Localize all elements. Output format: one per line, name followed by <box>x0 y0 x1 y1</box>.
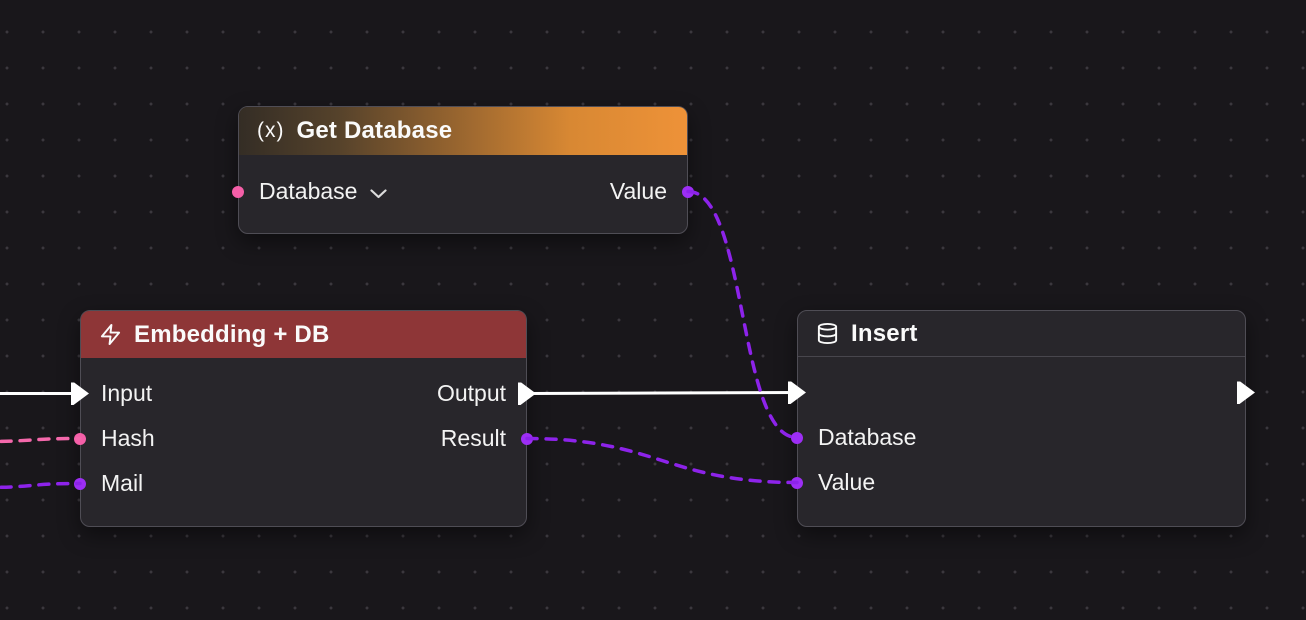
node-title: Embedding + DB <box>134 320 330 348</box>
row-left-group: Mail <box>101 470 143 497</box>
node-header[interactable]: (x) Get Database <box>239 107 687 155</box>
row-left-group: Input <box>101 380 152 407</box>
chevron-down-icon[interactable] <box>370 189 388 199</box>
node-body: Database Value <box>232 155 694 214</box>
row-left-group: Database <box>259 178 388 205</box>
edge-get-database-value-to-insert-database <box>686 189 799 440</box>
database-icon <box>816 322 839 345</box>
port-label: Hash <box>101 425 155 451</box>
port-result[interactable] <box>521 432 533 445</box>
port-output[interactable] <box>518 382 536 405</box>
port-row: Hash Result <box>74 416 533 461</box>
node-title: Get Database <box>296 117 453 144</box>
port-value[interactable] <box>682 185 694 198</box>
port-row: Database <box>791 415 1245 460</box>
port-exec-out[interactable] <box>1237 381 1255 404</box>
port-database[interactable] <box>791 431 803 444</box>
port-label: Database <box>818 424 917 450</box>
port-input[interactable] <box>71 382 89 405</box>
node-title: Insert <box>851 319 918 347</box>
port-row: Database Value <box>232 169 694 214</box>
row-right-group: Value <box>610 178 667 205</box>
port-value[interactable] <box>791 476 803 489</box>
port-row: Value <box>791 460 1245 505</box>
variable-icon: (x) <box>257 119 285 142</box>
port-row <box>788 370 1255 415</box>
edge-offscreen-left-to-embedding-db-hash <box>0 436 82 444</box>
port-label: Value <box>818 469 876 495</box>
port-label: Value <box>609 178 667 204</box>
edge-embedding-db-result-to-insert-value <box>525 436 799 485</box>
edge-embedding-db-output-to-insert-exec-in <box>526 391 798 395</box>
edge-offscreen-left-to-embedding-db-mail <box>0 481 82 490</box>
port-label: Database <box>259 178 358 204</box>
row-right-group: Output <box>437 380 506 407</box>
row-left-group: Database <box>818 424 916 451</box>
port-row: Mail <box>74 461 526 506</box>
port-label: Output <box>436 380 506 406</box>
zap-icon <box>99 323 122 346</box>
port-database[interactable] <box>232 185 244 198</box>
row-right-group: Result <box>441 425 506 452</box>
node-header[interactable]: Embedding + DB <box>81 311 526 358</box>
port-row: Input Output <box>71 371 536 416</box>
port-label: Input <box>101 380 153 406</box>
node-header[interactable]: Insert <box>798 311 1245 357</box>
row-left-group: Value <box>818 469 875 496</box>
port-hash[interactable] <box>74 432 86 445</box>
port-label: Mail <box>101 470 144 496</box>
port-mail[interactable] <box>74 477 86 490</box>
port-label: Result <box>440 425 506 451</box>
port-exec-in[interactable] <box>788 381 806 404</box>
row-left-group: Hash <box>101 425 155 452</box>
